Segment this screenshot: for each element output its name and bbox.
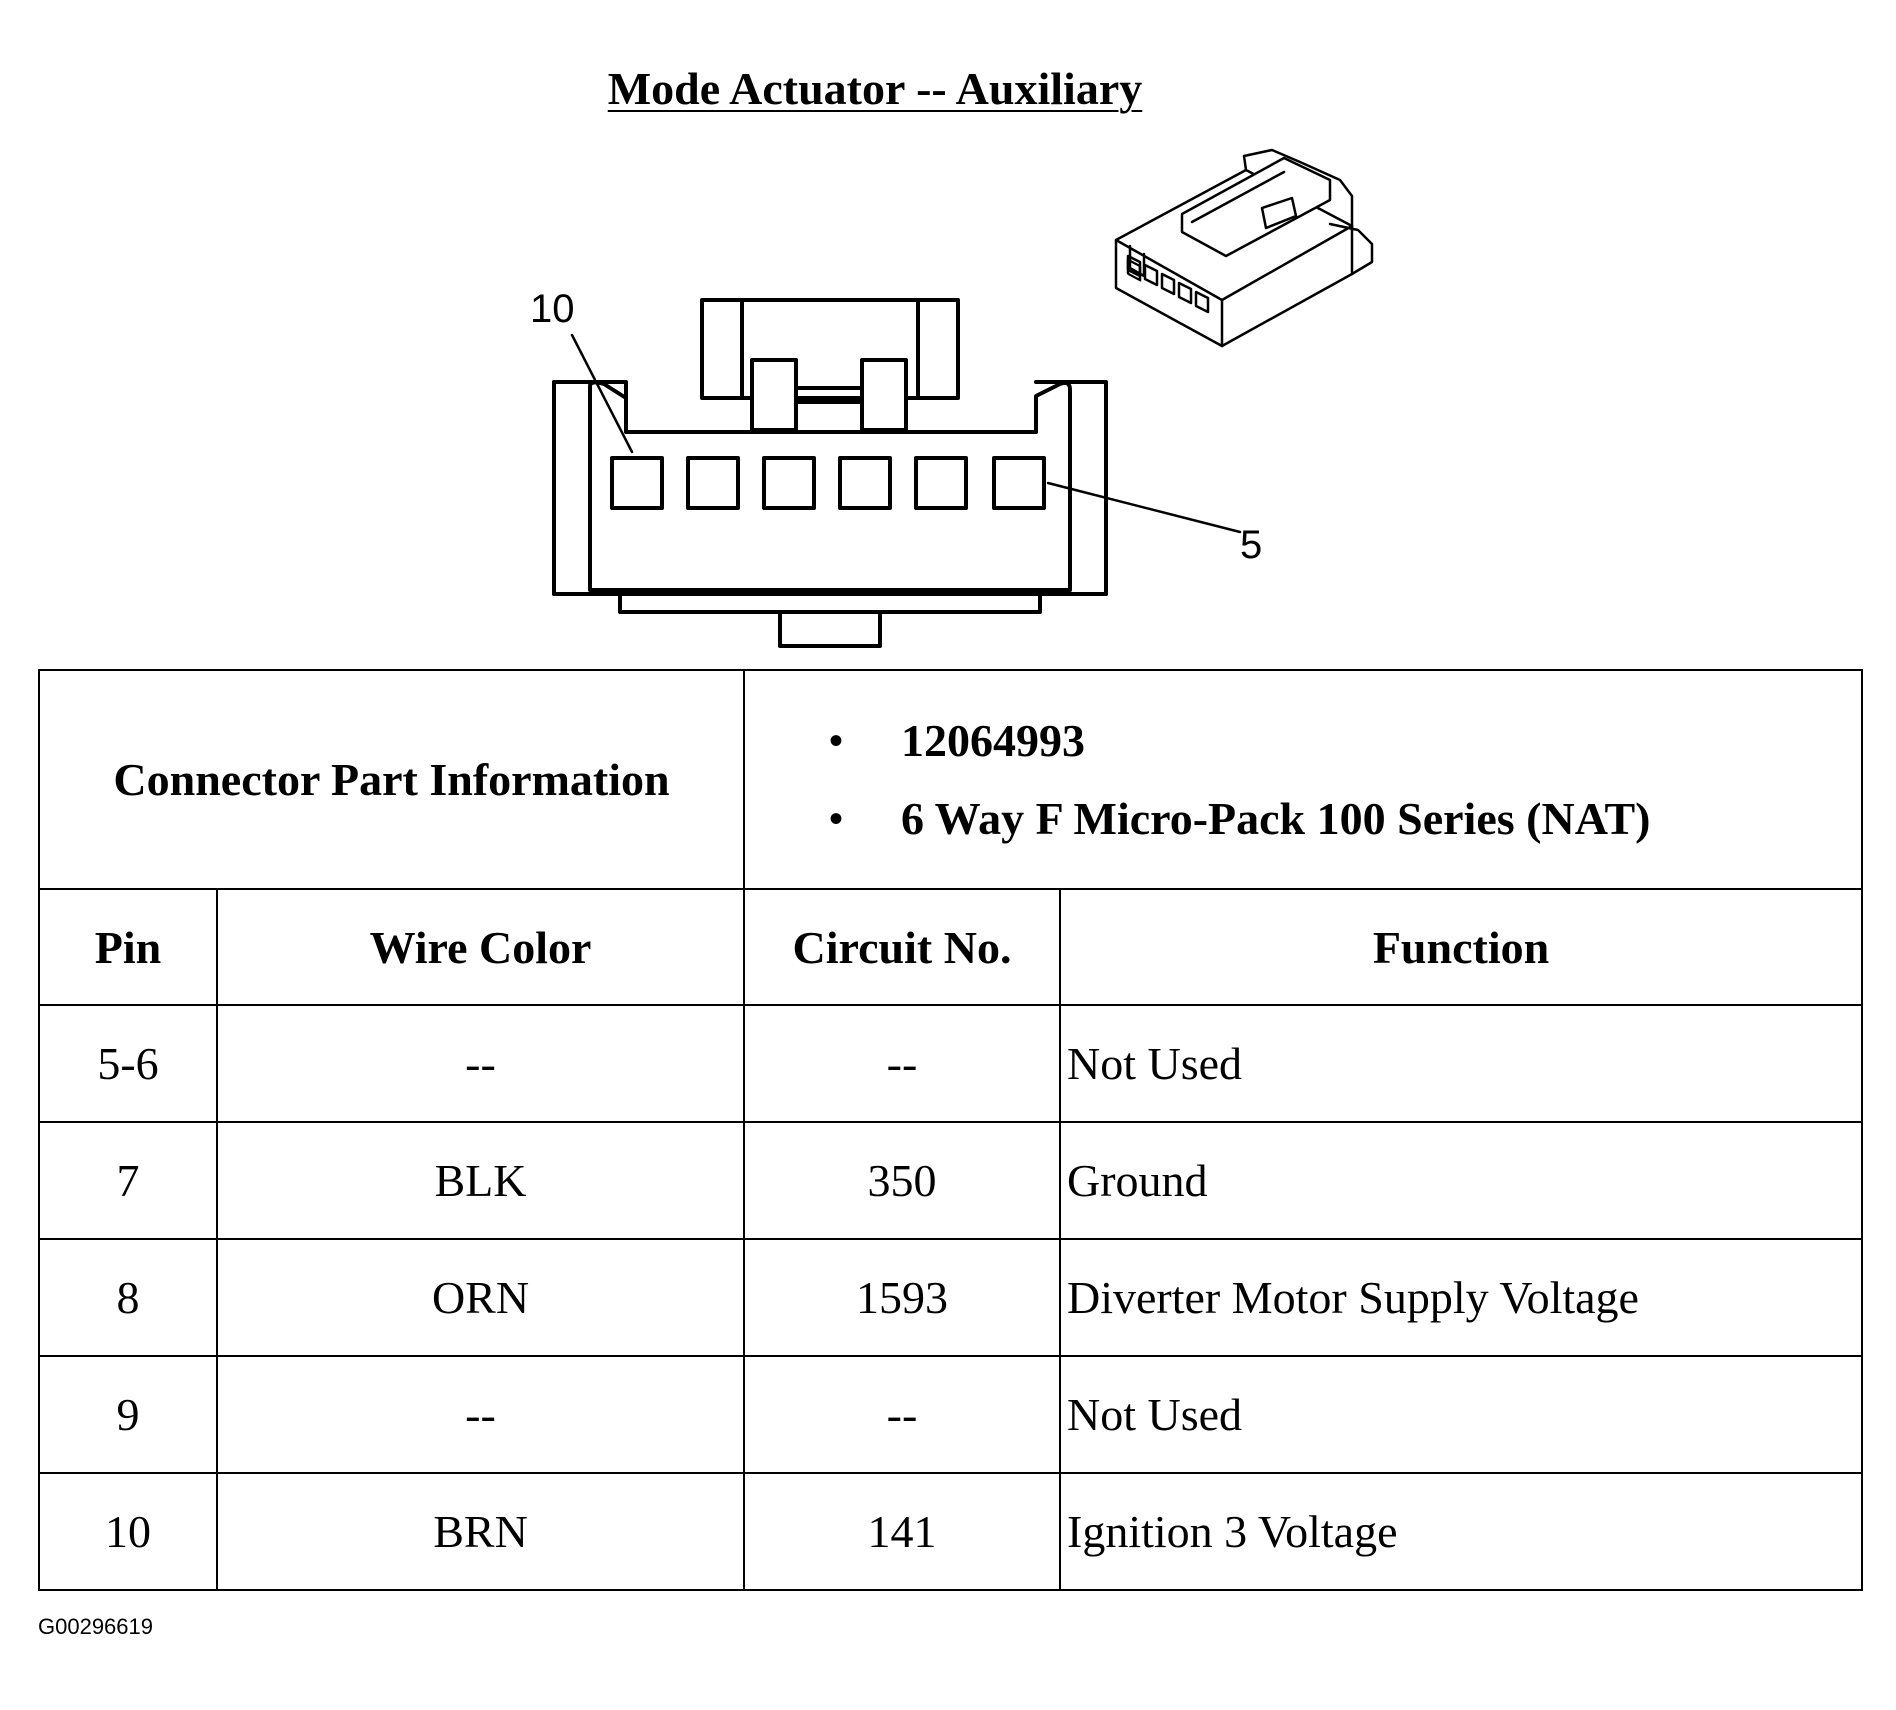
cavity-pin-10 bbox=[610, 456, 664, 510]
wire-color-cell: BRN bbox=[216, 1472, 745, 1591]
cavity-5 bbox=[914, 456, 968, 510]
cavity-3 bbox=[762, 456, 816, 510]
function-cell: Not Used bbox=[1059, 1004, 1863, 1123]
function-cell: Not Used bbox=[1059, 1355, 1863, 1474]
wire-color-cell: -- bbox=[216, 1355, 745, 1474]
circuit-cell: 1593 bbox=[743, 1238, 1061, 1357]
leader-line-pin-5 bbox=[1046, 481, 1242, 534]
header-function: Function bbox=[1059, 888, 1863, 1006]
cavity-2 bbox=[686, 456, 740, 510]
table-row: 8 ORN 1593 Diverter Motor Supply Voltage bbox=[38, 1238, 1863, 1357]
connector-drawing: 10 5 bbox=[530, 148, 1374, 648]
connector-pin-table: Connector Part Information 12064993 6 Wa… bbox=[38, 669, 1863, 1591]
pin-cell: 5-6 bbox=[38, 1004, 218, 1123]
pin-cell: 10 bbox=[38, 1472, 218, 1591]
wire-color-cell: -- bbox=[216, 1004, 745, 1123]
connector-info-label: Connector Part Information bbox=[38, 669, 745, 890]
pin-cell: 8 bbox=[38, 1238, 218, 1357]
header-wire-color: Wire Color bbox=[216, 888, 745, 1006]
connector-isometric-view bbox=[1114, 148, 1374, 348]
diagram-title: Mode Actuator -- Auxiliary bbox=[607, 63, 1143, 114]
pin-label-5: 5 bbox=[1240, 523, 1262, 567]
table-row: 7 BLK 350 Ground bbox=[38, 1121, 1863, 1240]
function-cell: Ground bbox=[1059, 1121, 1863, 1240]
connector-type: 6 Way F Micro-Pack 100 Series (NAT) bbox=[829, 793, 1861, 844]
circuit-cell: -- bbox=[743, 1355, 1061, 1474]
header-pin: Pin bbox=[38, 888, 218, 1006]
figure-code: G00296619 bbox=[38, 1614, 153, 1639]
pin-cell: 9 bbox=[38, 1355, 218, 1474]
pin-cell: 7 bbox=[38, 1121, 218, 1240]
wire-color-cell: BLK bbox=[216, 1121, 745, 1240]
circuit-cell: 141 bbox=[743, 1472, 1061, 1591]
table-header-row: Pin Wire Color Circuit No. Function bbox=[38, 888, 1863, 1006]
header-circuit-no: Circuit No. bbox=[743, 888, 1061, 1006]
table-row: 10 BRN 141 Ignition 3 Voltage bbox=[38, 1472, 1863, 1591]
function-cell: Ignition 3 Voltage bbox=[1059, 1472, 1863, 1591]
circuit-cell: 350 bbox=[743, 1121, 1061, 1240]
connector-part-number: 12064993 bbox=[829, 715, 1861, 766]
function-cell: Diverter Motor Supply Voltage bbox=[1059, 1238, 1863, 1357]
table-row: 9 -- -- Not Used bbox=[38, 1355, 1863, 1474]
terminal-cavities bbox=[610, 456, 1046, 510]
circuit-cell: -- bbox=[743, 1004, 1061, 1123]
connector-info-row: Connector Part Information 12064993 6 Wa… bbox=[38, 669, 1863, 890]
cavity-pin-5 bbox=[992, 456, 1046, 510]
connector-face-view bbox=[552, 298, 1242, 648]
pin-label-10: 10 bbox=[530, 287, 575, 331]
table-row: 5-6 -- -- Not Used bbox=[38, 1004, 1863, 1123]
wire-color-cell: ORN bbox=[216, 1238, 745, 1357]
cavity-4 bbox=[838, 456, 892, 510]
leader-line-pin-10 bbox=[570, 333, 634, 454]
connector-info-values: 12064993 6 Way F Micro-Pack 100 Series (… bbox=[743, 669, 1863, 890]
